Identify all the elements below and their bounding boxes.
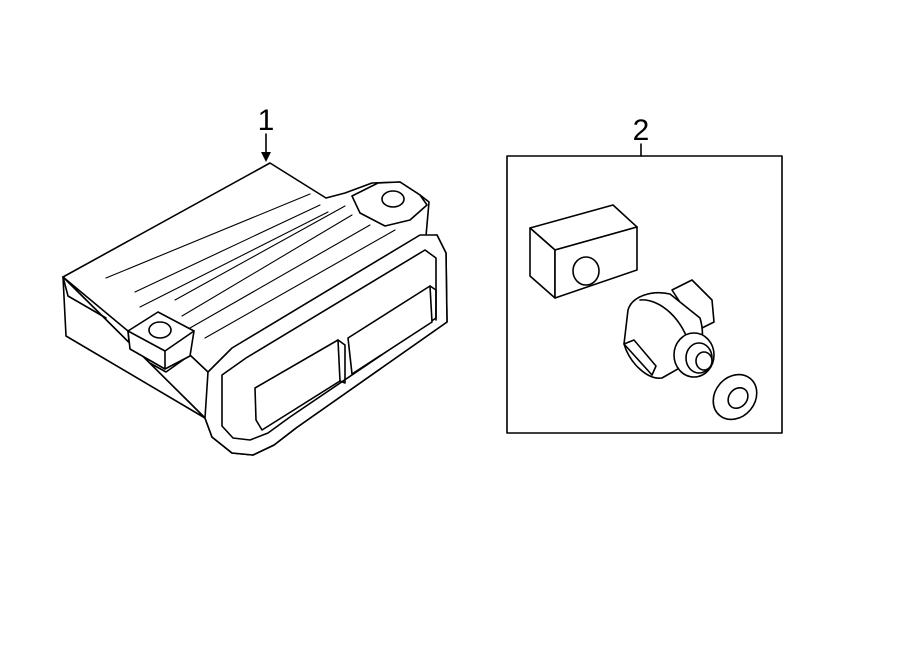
callout-1[interactable]: 1 <box>258 104 275 162</box>
module-rib-1 <box>105 193 311 279</box>
part-2-sensor-kit[interactable] <box>506 155 783 434</box>
callout-1-number: 1 <box>258 104 275 137</box>
mounting-hole-right <box>381 190 405 208</box>
module-rib-5 <box>181 214 353 317</box>
callout-2-number: 2 <box>633 114 650 147</box>
part-1-control-module[interactable] <box>62 162 448 456</box>
sensor-bracket-hole <box>572 256 600 286</box>
kit-frame <box>506 155 783 434</box>
module-rib-6 <box>189 224 371 329</box>
module-rib-7 <box>204 229 396 339</box>
connector-socket-left <box>254 339 341 431</box>
mounting-hole-left <box>148 321 172 339</box>
callout-2[interactable]: 2 <box>633 114 650 157</box>
sensor-clip <box>623 339 657 376</box>
callout-1-arrowhead <box>261 152 271 162</box>
module-top-edge <box>62 276 107 319</box>
mounting-tab-left <box>127 311 195 370</box>
connector-socket-left-inner <box>337 339 346 384</box>
module-rib-2 <box>134 204 321 293</box>
module-rib-3 <box>139 211 329 308</box>
grommet-inner <box>727 386 749 410</box>
module-rib-4 <box>174 205 346 301</box>
connector-socket-right-inner <box>429 285 437 321</box>
connector-rim <box>221 249 437 441</box>
sensor-head-face <box>695 351 713 371</box>
connector-socket-right <box>347 285 433 375</box>
